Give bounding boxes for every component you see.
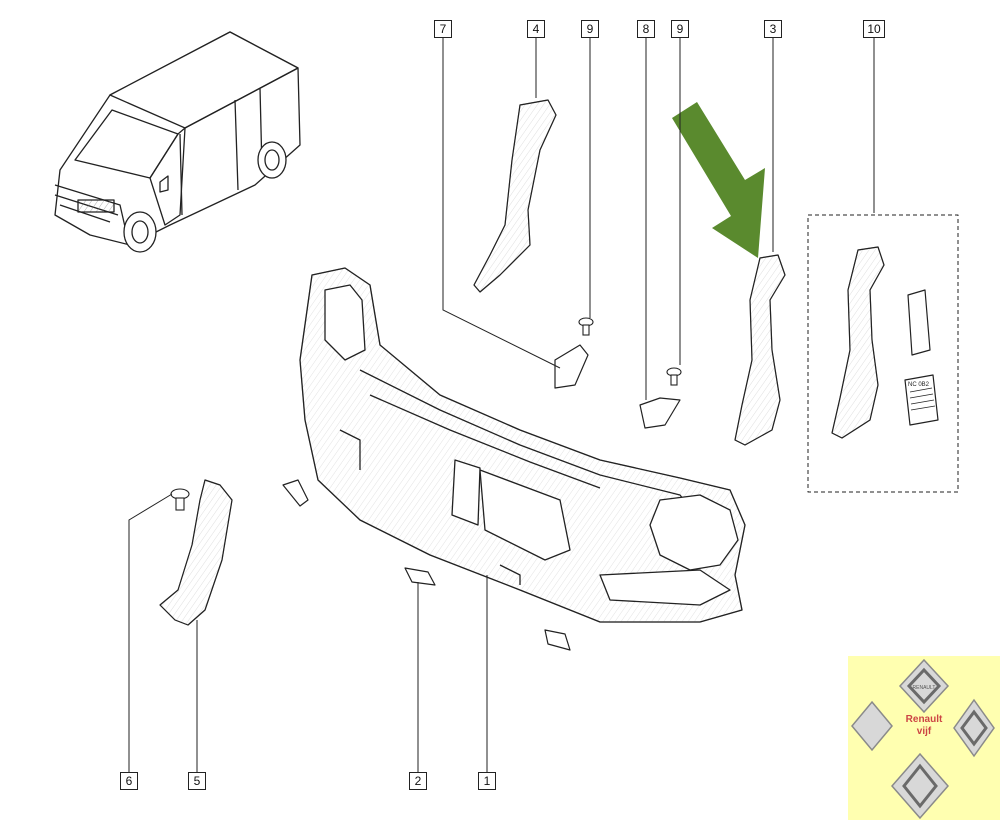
part-3-bracket <box>734 254 786 446</box>
van-illustration <box>54 31 301 253</box>
callout-8: 8 <box>637 20 655 38</box>
callout-5: 5 <box>188 772 206 790</box>
kit-document-label: NC 0B2 <box>908 382 930 388</box>
callout-1: 1 <box>478 772 496 790</box>
callout-10: 10 <box>863 20 885 38</box>
renault-logo-panel: RENAULT Renault vijf <box>848 656 1000 820</box>
part-7-8-brackets <box>554 344 681 429</box>
callout-4: 4 <box>527 20 545 38</box>
callout-6: 6 <box>120 772 138 790</box>
callout-3: 3 <box>764 20 782 38</box>
renault-badge-text: RENAULT <box>913 685 936 691</box>
pointer-arrow-icon <box>672 102 765 258</box>
part-10-kit: NC 0B2 <box>807 214 959 493</box>
part-4-bracket <box>473 99 557 293</box>
logo-line-2: vijf <box>916 726 932 737</box>
renault-diamond-icon: RENAULT <box>851 658 995 820</box>
callout-7: 7 <box>434 20 452 38</box>
logo-line-1: Renault <box>905 714 943 725</box>
leader-lines <box>128 38 875 772</box>
callout-9: 9 <box>581 20 599 38</box>
part-5-strut <box>159 479 233 626</box>
front-panel-part-1 <box>299 267 746 623</box>
screw-icon <box>170 317 682 511</box>
renault-logo-text: Renault vijf <box>848 714 1000 738</box>
bracket-parts <box>282 479 571 651</box>
callout-2: 2 <box>409 772 427 790</box>
callout-9-second: 9 <box>671 20 689 38</box>
